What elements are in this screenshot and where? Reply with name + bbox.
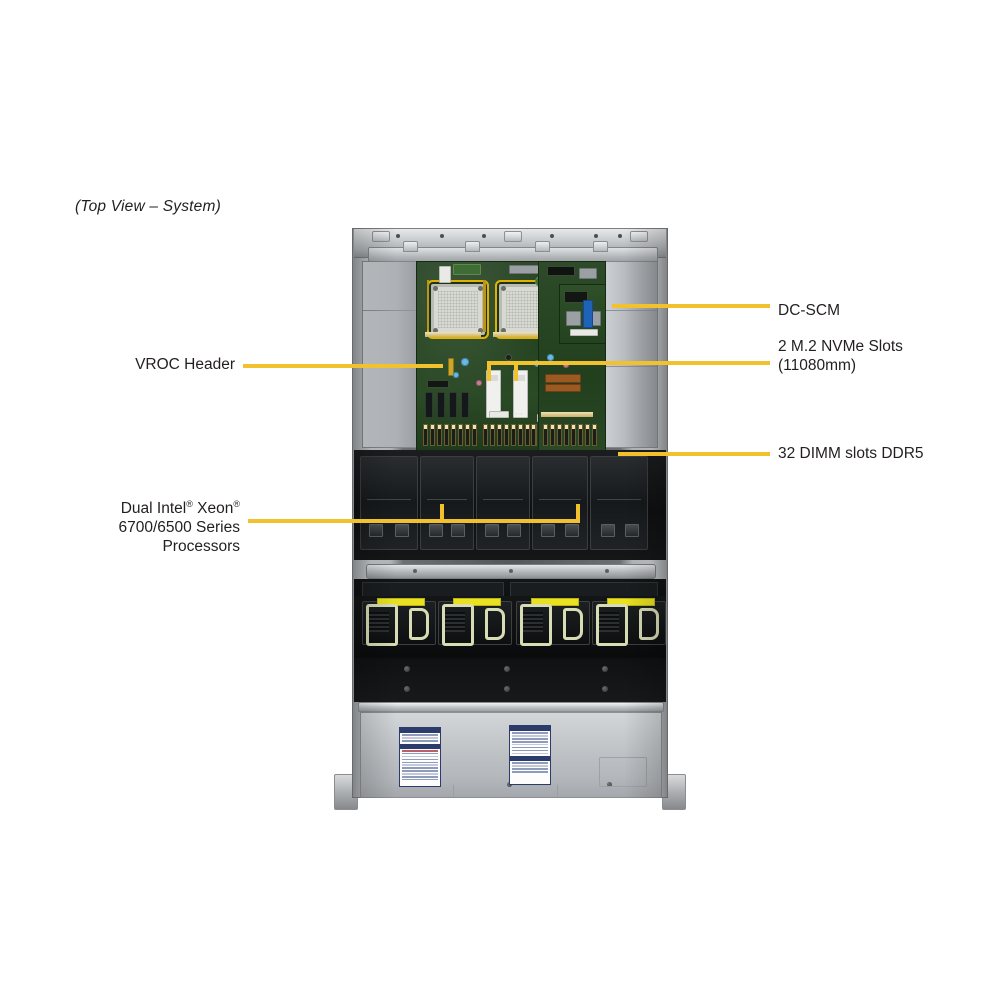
callout-dimm-label: 32 DIMM slots DDR5 bbox=[778, 445, 924, 462]
callout-vroc-header: VROC Header bbox=[60, 355, 235, 374]
chassis-rail-left bbox=[362, 261, 418, 448]
server-top-view-photo: FC CE bbox=[334, 228, 686, 810]
air-shroud-2 bbox=[420, 456, 474, 550]
leader-prong-cpu-1 bbox=[440, 504, 444, 523]
callout-cpu-line3: Processors bbox=[162, 538, 240, 555]
blue-connector bbox=[583, 300, 593, 328]
mid-divider-bar bbox=[366, 564, 656, 579]
front-bright-strip bbox=[358, 702, 664, 712]
leader-line-vroc bbox=[243, 364, 443, 368]
callout-dc-scm-label: DC-SCM bbox=[778, 302, 840, 319]
cpu-socket-1 bbox=[431, 284, 485, 335]
leader-prong-cpu-2 bbox=[576, 504, 580, 523]
service-label-left bbox=[399, 727, 441, 787]
dimm-bank-right bbox=[543, 424, 598, 446]
top-cover-panel bbox=[360, 712, 662, 798]
fan-module-3 bbox=[516, 598, 590, 646]
callout-dc-scm: DC-SCM bbox=[778, 301, 840, 320]
m2-slot-2 bbox=[513, 370, 528, 418]
m2-slot-1 bbox=[486, 370, 501, 418]
callout-m2-line2: (11080mm) bbox=[778, 357, 857, 374]
callout-processors: Dual Intel® Xeon® 6700/6500 Series Proce… bbox=[30, 499, 240, 556]
service-label-right bbox=[509, 725, 551, 785]
air-shroud-1 bbox=[360, 456, 418, 550]
view-caption: (Top View – System) bbox=[75, 198, 221, 215]
leader-line-dc-scm bbox=[612, 304, 770, 308]
dimm-bank-mid-left bbox=[483, 424, 538, 446]
callout-m2-slots: 2 M.2 NVMe Slots (11080mm) bbox=[778, 337, 978, 375]
rear-bracket-band bbox=[354, 229, 666, 265]
dc-scm-module bbox=[559, 284, 605, 344]
air-shroud-5 bbox=[590, 456, 648, 550]
fan-module-4 bbox=[592, 598, 666, 646]
leader-prong-m2-1 bbox=[487, 361, 491, 381]
motherboard-right-section bbox=[538, 261, 606, 453]
callout-vroc-label: VROC Header bbox=[135, 356, 235, 373]
vroc-header bbox=[448, 358, 454, 376]
callout-cpu-line1: Dual Intel® Xeon® bbox=[120, 498, 240, 517]
callout-dimm-slots: 32 DIMM slots DDR5 bbox=[778, 444, 924, 463]
leader-line-dimm bbox=[618, 452, 770, 456]
air-shroud-4 bbox=[532, 456, 588, 550]
air-shroud-bay bbox=[354, 450, 666, 560]
air-shroud-3 bbox=[476, 456, 530, 550]
leader-line-processors bbox=[248, 519, 580, 523]
lower-deck bbox=[354, 658, 666, 702]
dimm-bank-left bbox=[423, 424, 478, 446]
callout-m2-line1: 2 M.2 NVMe Slots bbox=[778, 338, 903, 355]
chassis-rail-right bbox=[602, 261, 658, 448]
leader-line-m2 bbox=[487, 361, 770, 365]
leader-prong-m2-2 bbox=[514, 361, 518, 381]
fan-module-1 bbox=[362, 598, 436, 646]
fan-row bbox=[354, 596, 666, 658]
callout-cpu-line2: 6700/6500 Series bbox=[118, 519, 240, 536]
fan-module-2 bbox=[438, 598, 512, 646]
